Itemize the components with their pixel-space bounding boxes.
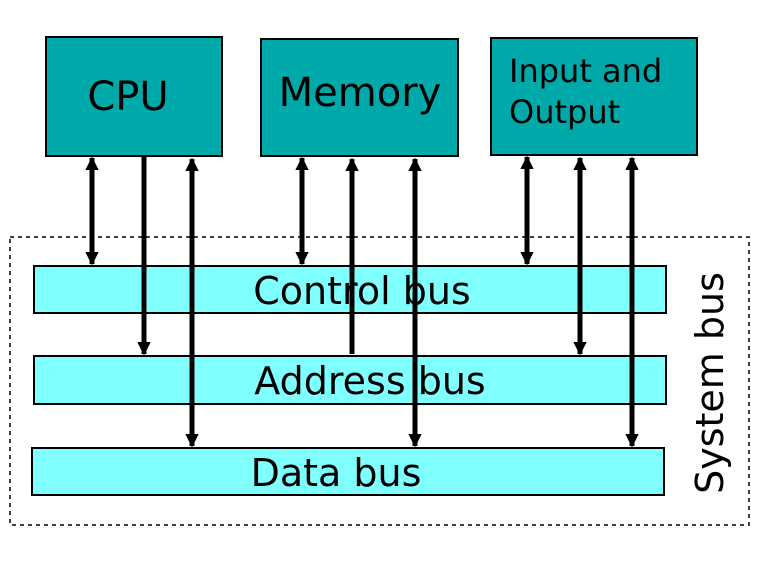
- address-bus-bar: [33, 355, 667, 405]
- system-bus-label: System bus: [688, 272, 732, 494]
- system-bus-boundary: [9, 236, 750, 526]
- memory-block: Memory: [260, 38, 459, 157]
- io-box: [490, 37, 698, 156]
- data-bus-label: Data bus: [251, 451, 422, 495]
- cpu-block: CPU: [45, 36, 223, 157]
- cpu-box: [45, 36, 223, 157]
- io-label-line1: Input and: [509, 52, 662, 90]
- control-bus-label: Control bus: [253, 269, 470, 313]
- memory-label: Memory: [279, 70, 442, 116]
- io-block: Input and Output: [490, 37, 698, 156]
- data-bus: Data bus: [31, 447, 665, 496]
- io-label-line2: Output: [509, 93, 620, 131]
- address-bus-label: Address bus: [254, 359, 485, 403]
- memory-box: [260, 38, 459, 157]
- address-bus: Address bus: [33, 355, 667, 405]
- data-bus-bar: [31, 447, 665, 496]
- cpu-label: CPU: [87, 74, 168, 120]
